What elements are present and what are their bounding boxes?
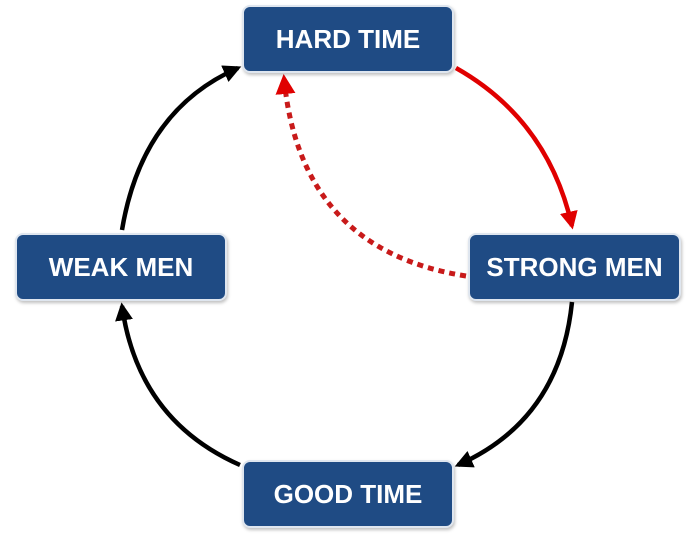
node-strong-men-label: STRONG MEN [486, 251, 663, 282]
arrow-weak-men-to-hard-time [119, 65, 242, 231]
node-good-time-label: GOOD TIME [273, 478, 423, 509]
arrow-strong-men-to-hard-time-dotted [275, 74, 467, 279]
arrow-hard-time-to-strong-men [454, 66, 578, 230]
node-weak-men-label: WEAK MEN [48, 251, 194, 282]
arrow-good-time-to-weak-men [115, 302, 241, 468]
arrow-strong-men-to-good-time [454, 301, 575, 468]
node-good-time: GOOD TIME [242, 460, 454, 528]
node-strong-men: STRONG MEN [468, 233, 681, 301]
node-hard-time: HARD TIME [242, 5, 454, 73]
node-hard-time-label: HARD TIME [275, 23, 421, 54]
node-weak-men: WEAK MEN [15, 233, 227, 301]
